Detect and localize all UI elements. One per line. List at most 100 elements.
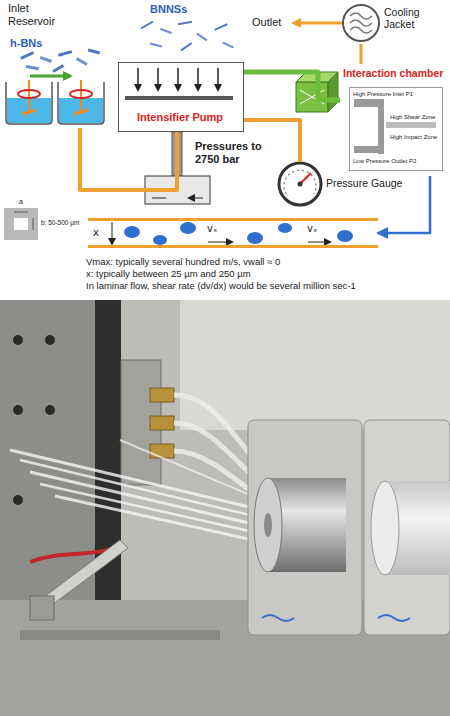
node-text: vₓ bbox=[206, 223, 218, 235]
chamber-panel: Interaction chamberHigh Pressure Inlet P… bbox=[340, 64, 448, 176]
flow-particles-part bbox=[278, 223, 292, 233]
chamber-inset-part bbox=[354, 146, 384, 153]
machine-panel-part bbox=[45, 335, 55, 345]
lever-arm bbox=[30, 540, 128, 620]
flow-particles-part bbox=[308, 242, 330, 243]
pump-arrows-part bbox=[197, 68, 199, 90]
brass-fittings-part bbox=[150, 416, 174, 430]
node-text: Cooling Jacket bbox=[384, 6, 446, 30]
roller-housing-part bbox=[378, 615, 410, 621]
base-plate-part bbox=[20, 630, 220, 640]
node-text: High Pressure Inlet P1 bbox=[353, 91, 413, 98]
machine-panel-part bbox=[13, 405, 23, 415]
beaker-part bbox=[28, 80, 30, 114]
hbn-flakes-part bbox=[76, 57, 88, 66]
chamber-inset bbox=[354, 99, 436, 154]
pump-arrows-part bbox=[217, 68, 219, 90]
hbn-flakes bbox=[20, 48, 100, 72]
hbn-flakes-part bbox=[40, 56, 52, 63]
bnns-flakes-part bbox=[150, 42, 162, 47]
material-label: h-BNs bbox=[10, 37, 42, 50]
cooling-jacket: Cooling Jacket bbox=[340, 2, 449, 44]
roller-housing bbox=[364, 420, 450, 635]
chamber-inset-part bbox=[354, 99, 380, 107]
node-text: Inlet Reservoir bbox=[8, 2, 70, 27]
bnns-flakes-part bbox=[160, 28, 172, 34]
film-strips-part bbox=[20, 460, 262, 518]
pressure-label: Pressures to 2750 bar bbox=[195, 140, 277, 165]
film-strips-part bbox=[40, 484, 262, 534]
flow-particles-part bbox=[247, 232, 263, 244]
flow-particles-part bbox=[124, 226, 140, 238]
cooling-coil bbox=[343, 5, 379, 41]
machine-panel-part bbox=[13, 335, 23, 345]
machine-panel-part bbox=[13, 495, 23, 505]
beaker-part bbox=[22, 110, 36, 114]
flow-particles-part bbox=[112, 222, 113, 244]
background-part bbox=[180, 300, 450, 430]
hbn-flakes-part bbox=[52, 64, 64, 73]
note: x: typically between 25 µm and 250 µm bbox=[86, 269, 251, 280]
channel-sketch-part bbox=[14, 212, 28, 213]
dimension-label: a bbox=[19, 198, 23, 206]
flow-particles-part bbox=[153, 235, 167, 245]
pressure-gauge-part bbox=[298, 182, 303, 187]
background bbox=[0, 300, 450, 716]
flow-particles bbox=[112, 222, 353, 245]
beaker-part bbox=[74, 110, 88, 114]
channel-sketch bbox=[4, 208, 38, 240]
pipe-connector bbox=[360, 44, 363, 64]
bnns-flakes-part bbox=[222, 42, 234, 49]
piston-valve-part bbox=[152, 197, 203, 198]
bnns-flakes-part bbox=[140, 21, 153, 30]
roller-housing bbox=[248, 420, 362, 635]
beaker bbox=[6, 80, 52, 124]
dimension-label: b: 50-500 µm bbox=[41, 219, 79, 226]
outlet-arrow bbox=[294, 22, 342, 25]
outlet-label: Outlet bbox=[252, 16, 281, 29]
node-text: Low Pressure Outlet P2 bbox=[353, 158, 416, 165]
pump-arrows-part bbox=[157, 68, 159, 90]
flow-particles-part bbox=[180, 222, 196, 234]
hbn-flakes-part bbox=[58, 50, 72, 57]
machine-panel-part bbox=[45, 405, 55, 415]
brass-fittings bbox=[150, 388, 174, 458]
bnns-flakes-part bbox=[178, 21, 192, 25]
node-text: vₓ bbox=[306, 223, 318, 235]
node-text: Pressure Gauge bbox=[326, 177, 402, 189]
chamber-inset: High Pressure Inlet P1High Shear ZoneHig… bbox=[349, 87, 443, 171]
machine-panel bbox=[0, 300, 161, 600]
pressure-gauge bbox=[279, 163, 321, 205]
channel-sketch-part bbox=[14, 218, 28, 230]
bnns-flakes bbox=[140, 21, 233, 52]
film-strips-part bbox=[120, 440, 262, 500]
hbn-flakes-part bbox=[20, 51, 34, 60]
flow-channel: x vₓ vₓ bbox=[88, 218, 378, 248]
roller-housing-part bbox=[262, 615, 294, 621]
node-text: Intensifier Pump bbox=[119, 111, 241, 124]
brass-fittings-part bbox=[150, 444, 174, 458]
channel-sketch-part bbox=[4, 208, 38, 240]
note: Vmax: typically several hundred m/s, vwa… bbox=[86, 257, 280, 268]
note: In laminar flow, shear rate (dv/dx) woul… bbox=[86, 281, 356, 292]
pump-arrows-part bbox=[137, 68, 139, 90]
roller-housing-part bbox=[254, 478, 282, 572]
chamber-cube-part bbox=[328, 72, 338, 112]
beaker-part bbox=[18, 90, 40, 98]
node-text: High Shear Zone bbox=[390, 114, 435, 121]
pipe-connector bbox=[80, 128, 177, 190]
beaker-part bbox=[80, 80, 82, 114]
node-text: x bbox=[92, 227, 100, 239]
hbn-flakes-part bbox=[88, 48, 100, 54]
cooling-coil-part bbox=[350, 13, 372, 33]
pressure-gauge-part bbox=[279, 163, 321, 205]
roller-housing-part bbox=[264, 513, 272, 537]
pressure-gauge-part bbox=[284, 170, 316, 194]
film-strips bbox=[10, 440, 262, 542]
pipe-connector bbox=[244, 72, 340, 100]
beaker-part bbox=[70, 90, 92, 98]
machine-photo bbox=[0, 300, 450, 716]
chamber-cube-part bbox=[296, 82, 328, 112]
